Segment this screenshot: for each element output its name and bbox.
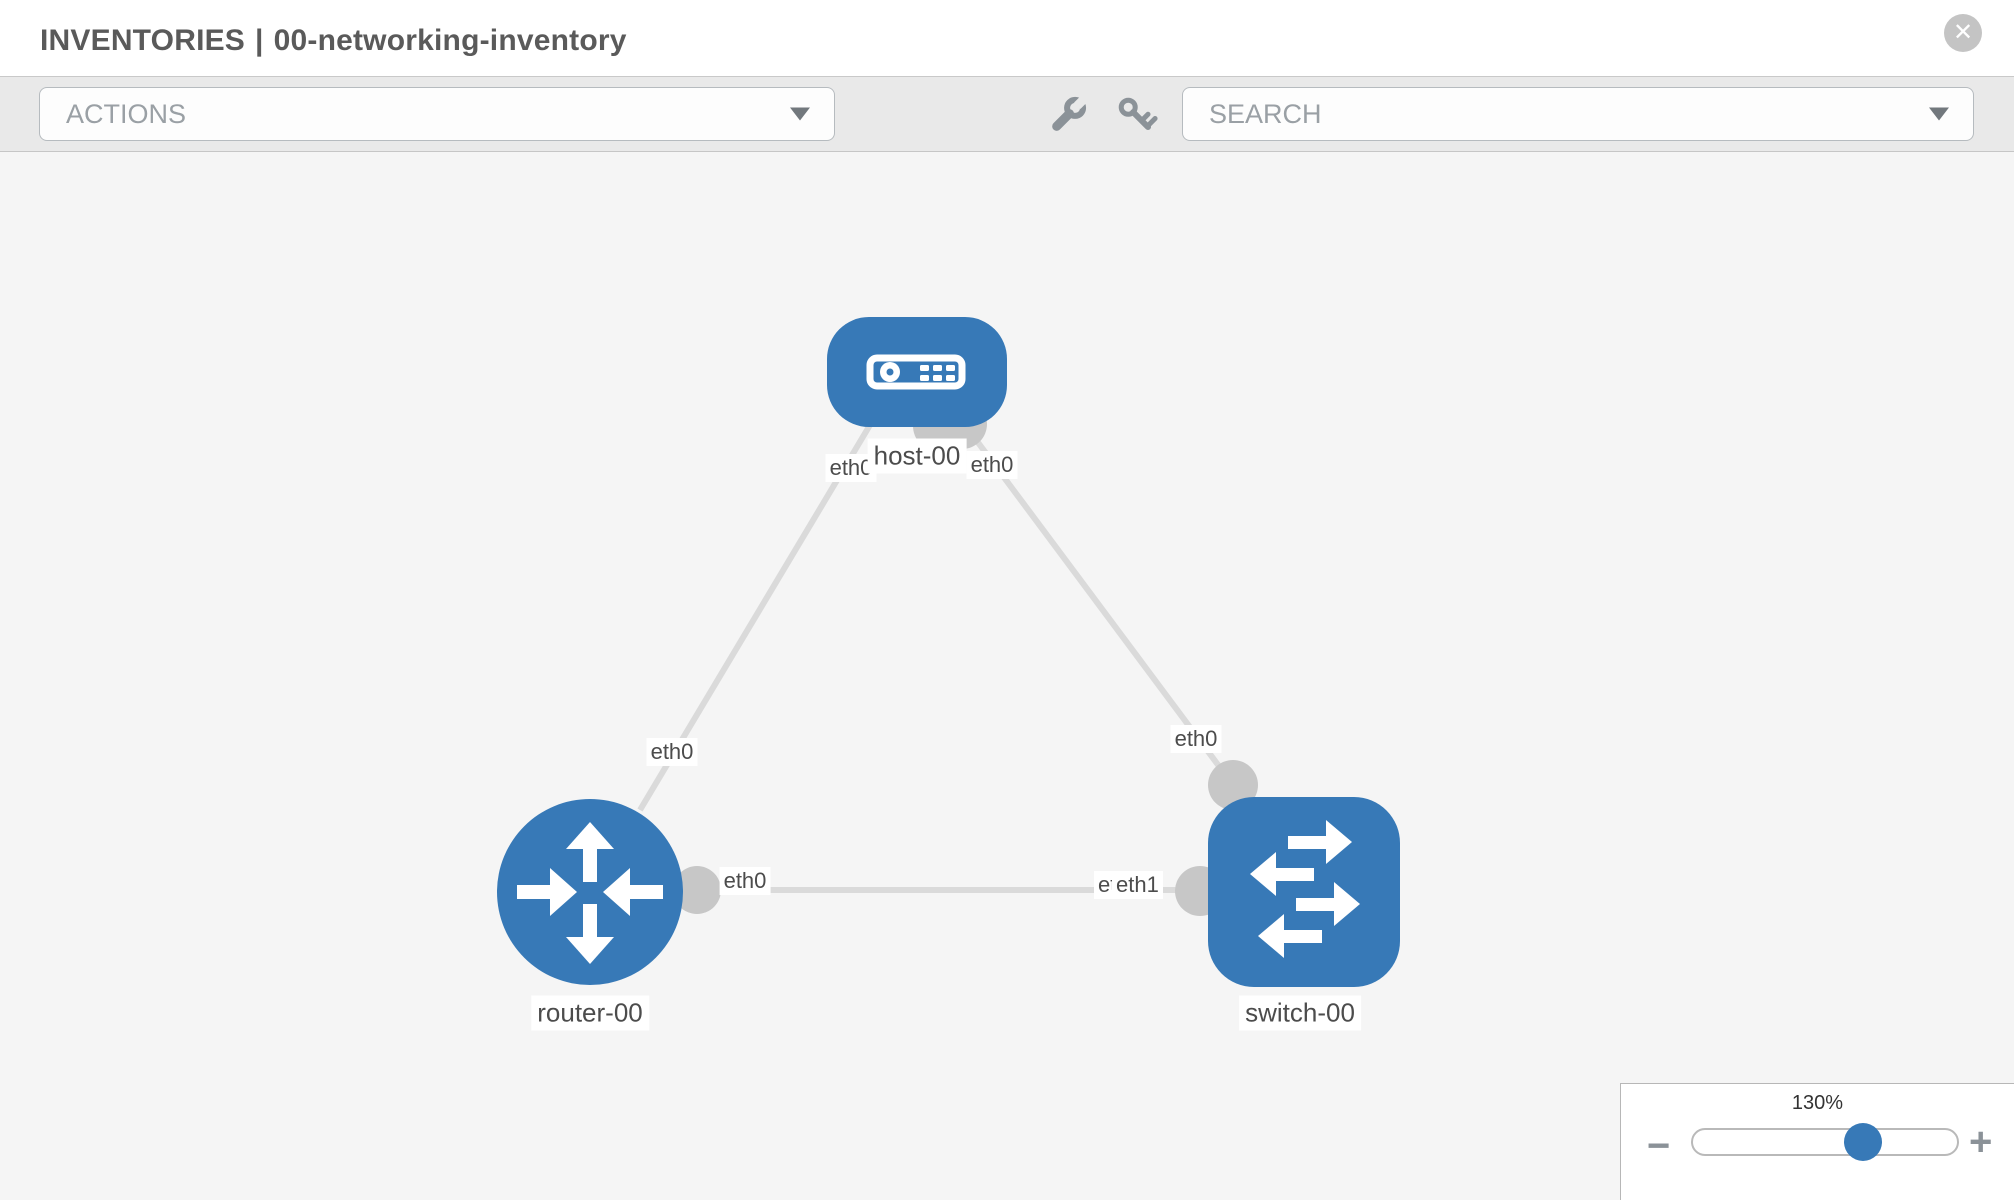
connection-points [673, 399, 1258, 916]
router-arrows-icon [517, 822, 663, 964]
toolbar-icons [1051, 92, 1158, 132]
close-icon[interactable]: ✕ [1944, 14, 1982, 52]
node-name-switch[interactable]: switch-00 [1239, 995, 1361, 1031]
interface-label[interactable]: eth1 [1112, 871, 1163, 899]
chevron-down-icon [790, 107, 810, 121]
key-icon[interactable] [1118, 94, 1158, 131]
node-switch-00[interactable] [1208, 797, 1400, 987]
node-host-00[interactable] [827, 317, 1007, 427]
search-dropdown-label: SEARCH [1209, 98, 1322, 129]
interface-label[interactable]: eth0 [966, 451, 1018, 479]
inventory-name: 00-networking-inventory [273, 24, 627, 57]
switch-arrows-icon [1250, 820, 1360, 958]
link-lines [637, 423, 1236, 893]
zoom-out-button[interactable]: − [1647, 1124, 1671, 1168]
wrench-icon[interactable] [1051, 92, 1091, 132]
node-router-00[interactable] [497, 799, 683, 985]
zoom-in-button[interactable]: + [1969, 1120, 1993, 1164]
server-icon [866, 354, 966, 390]
interface-label[interactable]: eth0 [825, 454, 877, 482]
window-header: INVENTORIES | 00-networking-inventory ✕ [0, 0, 2014, 77]
page-title-section: INVENTORIES [40, 24, 246, 57]
zoom-level-value: 130% [1791, 1092, 1844, 1114]
page-title: INVENTORIES | 00-networking-inventory [40, 24, 627, 58]
zoom-slider-thumb[interactable] [1844, 1123, 1882, 1161]
page-title-separator: | [255, 24, 264, 57]
connector-switch-eth0[interactable] [1208, 760, 1258, 810]
topology-graph [497, 317, 1400, 987]
actions-dropdown-label: ACTIONS [66, 98, 187, 129]
zoom-slider-track[interactable] [1691, 1128, 1959, 1156]
chevron-down-icon [1929, 107, 1949, 121]
node-name-host[interactable]: host-00 [867, 438, 967, 474]
zoom-widget: 130% − + [1620, 1083, 2014, 1200]
actions-dropdown[interactable]: ACTIONS [39, 87, 835, 141]
topology-toolbar: ACTIONS SEARCH [0, 77, 2014, 152]
connector-router-eth[interactable] [673, 866, 721, 914]
search-dropdown[interactable]: SEARCH [1182, 87, 1974, 141]
interface-label[interactable]: eth0 [719, 867, 771, 895]
interface-label[interactable]: eth0 [646, 738, 698, 766]
topology-canvas[interactable]: eth0 eth0 eth0 eth0 eth0 eth0 eth1 host-… [0, 152, 2014, 1200]
interface-label[interactable]: eth0 [1170, 725, 1222, 753]
node-name-router[interactable]: router-00 [531, 995, 649, 1031]
